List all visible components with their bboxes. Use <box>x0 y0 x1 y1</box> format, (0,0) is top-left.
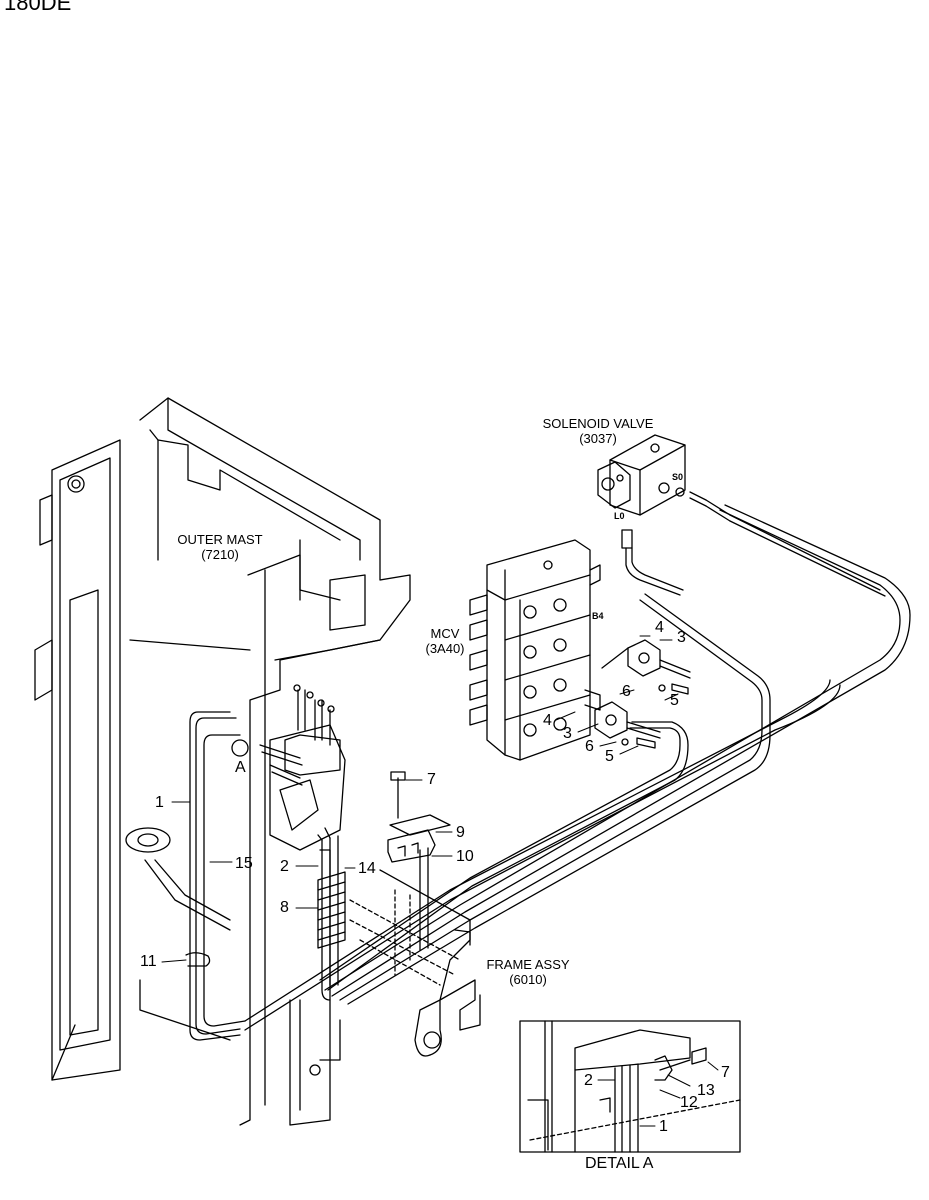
port-s0-label: S0 <box>672 472 684 482</box>
callout-10: 10 <box>456 848 474 865</box>
callout-5-upper: 5 <box>670 692 679 709</box>
mcv-block <box>469 539 601 761</box>
callout-6-upper: 6 <box>622 683 631 700</box>
callout-4-upper: 4 <box>655 619 664 636</box>
model-code: 180DE <box>4 0 72 15</box>
detail-ref-label: A <box>235 759 246 776</box>
callout-6-lower: 6 <box>585 738 594 755</box>
solenoid-valve-code: (3037) <box>579 431 617 446</box>
inner-mast-left <box>34 439 121 1081</box>
clamp-11 <box>185 739 249 967</box>
solenoid-valve-label: SOLENOID VALVE <box>542 416 654 431</box>
detail-a-leaders <box>597 1061 719 1127</box>
callout-4-lower: 4 <box>543 712 552 729</box>
bracket-9-10 <box>387 771 451 951</box>
callout-7: 7 <box>427 771 436 788</box>
callout-11: 11 <box>140 953 157 970</box>
callout-15: 15 <box>235 855 253 872</box>
hose-1-15 <box>189 711 246 1041</box>
callout-3-upper: 3 <box>677 629 686 646</box>
frame-assy-label: FRAME ASSY <box>486 957 570 972</box>
detail-callout-13: 13 <box>697 1082 715 1099</box>
hose-bundle-to-mcv <box>244 504 911 1031</box>
detail-a-title: DETAIL A <box>585 1155 654 1172</box>
frame-assy-code: (6010) <box>509 972 547 987</box>
detail-callout-2: 2 <box>584 1072 593 1089</box>
flange-lower <box>594 701 661 749</box>
detail-callout-7: 7 <box>721 1064 730 1081</box>
callout-9: 9 <box>456 824 465 841</box>
callout-1: 1 <box>155 794 164 811</box>
flange-upper <box>601 639 691 695</box>
callout-2: 2 <box>280 858 289 875</box>
sleeve-8 <box>317 827 346 1001</box>
callout-14: 14 <box>358 860 376 877</box>
callout-8: 8 <box>280 899 289 916</box>
detail-a-frame <box>519 1020 741 1153</box>
mcv-code: (3A40) <box>425 641 465 656</box>
callout-5-lower: 5 <box>605 748 614 765</box>
detail-callout-12: 12 <box>680 1094 698 1111</box>
port-l0-label: L0 <box>614 511 625 521</box>
outer-mast <box>125 397 411 1126</box>
outer-mast-code: (7210) <box>201 547 239 562</box>
detail-callout-1: 1 <box>659 1118 668 1135</box>
solenoid-valve <box>597 434 886 597</box>
mast-valve-block <box>259 684 341 786</box>
outer-mast-label: OUTER MAST <box>177 532 263 547</box>
callout-3-lower: 3 <box>563 725 572 742</box>
port-b4-label: B4 <box>592 611 604 621</box>
leader-lines <box>161 635 679 963</box>
mcv-label: MCV <box>430 626 460 641</box>
frame-assy <box>319 869 481 1061</box>
